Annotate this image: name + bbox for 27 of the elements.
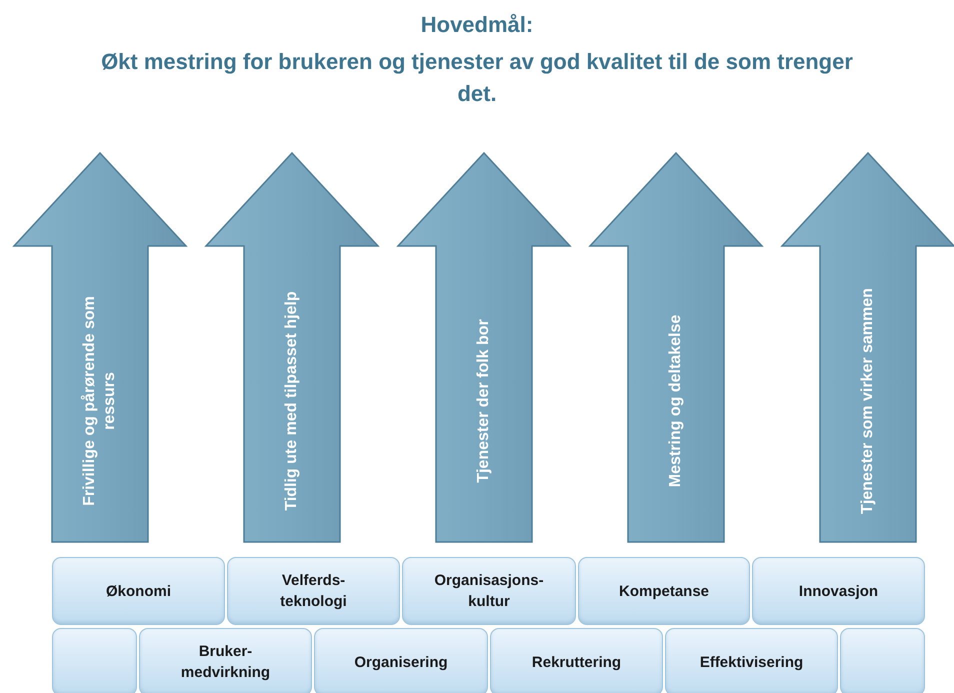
arrow-label: Tjenester der folk bor: [474, 318, 493, 485]
block: [139, 628, 312, 693]
empty-block: [52, 628, 137, 693]
block-label: Effektivisering: [698, 652, 804, 672]
block: [490, 628, 663, 693]
arrow-label: Mestring og deltakelse: [666, 314, 685, 490]
arrow-label: Frivillige og pårørende som ressurs: [80, 295, 119, 508]
block-label: Organisering: [353, 652, 449, 672]
block: [752, 557, 925, 625]
block-label: Velferds- teknologi: [279, 571, 348, 612]
block-label: Økonomi: [104, 582, 172, 602]
block: [52, 557, 225, 625]
block: [578, 557, 750, 625]
block: [402, 557, 576, 625]
empty-block: [840, 628, 925, 693]
block-label: Kompetanse: [618, 582, 710, 602]
block-label: Innovasjon: [798, 582, 880, 602]
block: [227, 557, 400, 625]
block: [314, 628, 488, 693]
subtitle: Økt mestring for brukeren og tjenester av god kvalitet til de som trenger det.: [100, 48, 854, 108]
block-label: Rekruttering: [530, 652, 622, 672]
arrow-label: Tjenester som virker sammen: [858, 287, 877, 516]
title: Hovedmål:: [420, 12, 534, 38]
block-label: Bruker- medvirkning: [180, 642, 272, 683]
block-label: Organisasjons- kultur: [433, 571, 545, 612]
block: [665, 628, 838, 693]
arrow-label: Tidlig ute med tilpasset hjelp: [282, 290, 301, 513]
